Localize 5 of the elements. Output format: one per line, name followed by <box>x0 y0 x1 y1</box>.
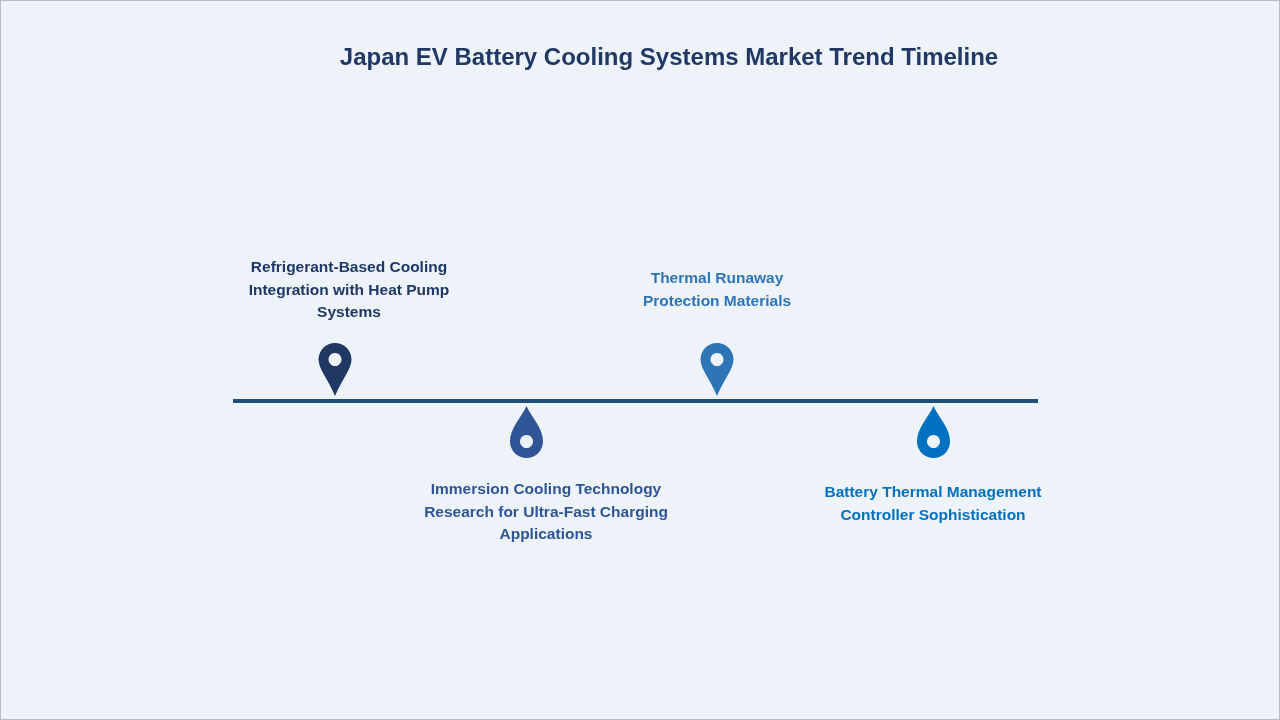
milestone-label: Battery Thermal Management Controller Sophistication <box>823 482 1043 525</box>
title: Japan EV Battery Cooling Systems Market Trend Timeline <box>338 43 1000 71</box>
milestone-label: Refrigerant-Based Cooling Integration with Heat Pump Systems <box>247 257 451 322</box>
milestone-label: Thermal Runaway Protection Materials <box>641 268 793 311</box>
milestone-label: Immersion Cooling Technology Research for Ultra-Fast Charging Applications <box>423 479 669 544</box>
